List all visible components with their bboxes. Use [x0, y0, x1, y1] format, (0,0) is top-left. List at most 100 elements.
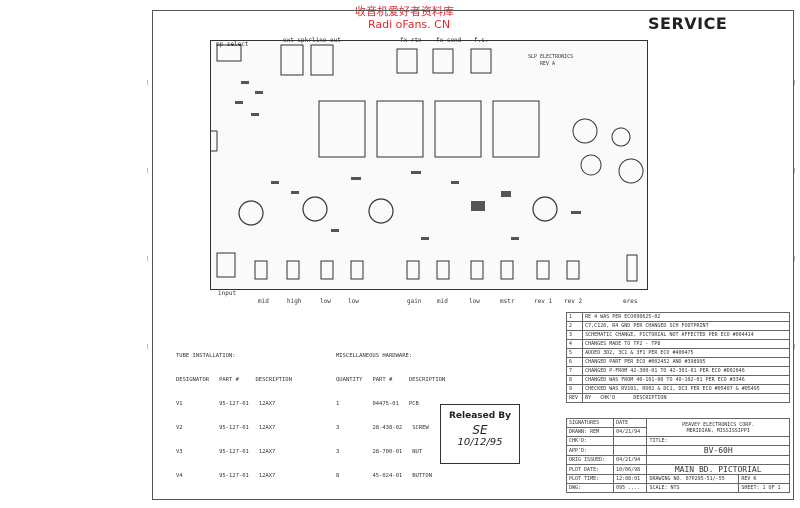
cell: V1	[176, 401, 183, 407]
cell: 95-127-01	[219, 473, 249, 479]
label-low-3: low	[469, 298, 480, 305]
rev-text: C7,C126, R4 GND PER CHANGED SCH FOOTPRIN…	[582, 321, 790, 331]
cell: SCREW	[412, 425, 429, 431]
frame-ticks-right: ||||	[793, 80, 797, 350]
label-mid-2: mid	[437, 298, 448, 305]
cell: 1	[336, 401, 340, 407]
tb-empty	[646, 455, 790, 465]
power-block-1	[318, 100, 366, 158]
rev-header-chkd: CHK'D	[600, 395, 616, 401]
tb-row: DWG: 095 .... SCALE: NTS SHEET: 1 OF 1	[565, 483, 790, 493]
cell: 45-024-01	[372, 473, 403, 479]
label-ext-spkr: ext spkr	[283, 37, 312, 44]
tube-socket-v3	[368, 198, 394, 224]
tb-plot-time: 12:08:01	[613, 474, 648, 484]
rev-header-rev: REV	[565, 393, 584, 403]
jack-ext-spkr	[280, 44, 304, 76]
tb-sheet-label: SHEET:	[741, 485, 760, 491]
tb-row: CHK'D: TITLE:	[565, 436, 790, 446]
tube-installation-header: DESIGNATOR PART # DESCRIPTION	[176, 376, 292, 384]
watermark-line-1: 收音机爱好者资料库	[355, 5, 454, 18]
cell: 12AX7	[258, 449, 276, 455]
cell: 28-700-01	[372, 449, 403, 455]
label-rev-1: rev 1	[534, 298, 553, 305]
tb-drawing-no-label: DRAWING NO.	[649, 476, 683, 482]
label-fx-rtn: fx rtn	[400, 37, 422, 44]
rev-text: CHANGED WAS FROM 40-101-00 TO 40-102-01 …	[582, 375, 790, 385]
tb-drawing-no-value: 07P295-51/-55	[685, 476, 725, 482]
tb-drawn: DRAWN: REM	[565, 427, 615, 437]
rev-text: SCHEMATIC CHANGE, PICTORIAL NOT AFFECTED…	[582, 330, 790, 340]
cell: V3	[176, 449, 183, 455]
tb-signatures-label: SIGNATURES	[565, 418, 615, 428]
drawing-frame	[152, 10, 794, 500]
hardware-row: 3 28-700-01 NUT	[336, 448, 445, 456]
cell: 28-438-02	[372, 425, 403, 431]
label-high: high	[287, 298, 302, 305]
power-block-3	[434, 100, 482, 158]
hardware-row: 1 04475-01 PCB	[336, 400, 445, 408]
col-part: PART #	[372, 377, 393, 383]
jack-fx-send	[432, 48, 454, 74]
tb-sheet: SHEET: 1 OF 1	[738, 483, 790, 493]
cell: 04475-01	[372, 401, 399, 407]
tb-empty	[613, 445, 648, 456]
rev-id: 7	[565, 366, 584, 376]
label-eres: eres	[623, 298, 638, 305]
cell: 3	[336, 425, 340, 431]
board-note: SLP ELECTRONICS	[528, 54, 574, 60]
tube-row: V3 95-127-01 12AX7	[176, 448, 292, 456]
cell: 12AX7	[258, 425, 276, 431]
pot-row	[216, 252, 638, 282]
cell: V2	[176, 425, 183, 431]
stamp-title: Released By	[448, 411, 512, 421]
cell: V4	[176, 473, 183, 479]
rev-text: CHECKED WAS RV101, RV02 & DC1, DC3 PER E…	[582, 384, 790, 394]
tube-installation-title: TUBE INSTALLATION:	[176, 353, 236, 359]
tb-drawn-date: 04/21/94	[613, 427, 648, 437]
tb-drawing-no: DRAWING NO. 07P295-51/-55	[646, 474, 740, 484]
tube-row: V4 95-127-01 12AX7	[176, 472, 292, 480]
hardware-row: 3 28-438-02 SCREW	[336, 424, 445, 432]
rev-text: CHANGED P-FROM 42-300-01 TO 42-301-01 PE…	[582, 366, 790, 376]
tb-drawn-label: DRAWN:	[569, 429, 588, 435]
rev-id: 2	[565, 321, 584, 331]
tube-socket-v4	[532, 196, 558, 222]
tube-row: V2 95-127-01 12AX7	[176, 424, 292, 432]
col-description: DESCRIPTION	[408, 377, 446, 383]
tb-plot-date: 10/06/98	[613, 464, 648, 475]
rev-header-rest: BY CHK'D DESCRIPTION	[582, 393, 790, 403]
label-mid-1: mid	[258, 298, 269, 305]
jack-fx-rtn	[396, 48, 418, 74]
tb-date-label: DATE	[613, 418, 648, 428]
label-input: input	[218, 290, 237, 297]
rev-id: 1	[565, 312, 584, 322]
component-dots	[235, 81, 581, 240]
tb-orig-issued-label: ORIG ISSUED:	[565, 455, 615, 465]
tube-installation-list: TUBE INSTALLATION: DESIGNATOR PART # DES…	[176, 336, 292, 488]
capacitor-2	[611, 127, 631, 147]
rev-text: CHANGES MADE TO TP2 - TP8	[582, 339, 790, 349]
tb-row: PLOT DATE: 10/06/98 MAIN BD. PICTORIAL	[565, 464, 790, 475]
tb-dwg: 095 ....	[613, 483, 648, 493]
tube-socket-v2	[302, 196, 328, 222]
cell: 3	[336, 449, 340, 455]
label-low-1: low	[320, 298, 331, 305]
rev-header-by: BY	[585, 395, 592, 401]
rev-text: RE 4 WAS PER ECO090625-02	[582, 312, 790, 322]
tb-sheet-value: 1 OF 1	[762, 485, 781, 491]
misc-hardware-title: MISCELLANEOUS HARDWARE:	[336, 353, 413, 359]
label-line-out: line out	[312, 37, 341, 44]
jack-line-out	[310, 44, 334, 76]
label-rev-2: rev 2	[564, 298, 583, 305]
cell: 12AX7	[258, 473, 276, 479]
label-gain: gain	[407, 298, 422, 305]
tb-scale: SCALE: NTS	[646, 483, 740, 493]
cell: 12AX7	[258, 401, 276, 407]
